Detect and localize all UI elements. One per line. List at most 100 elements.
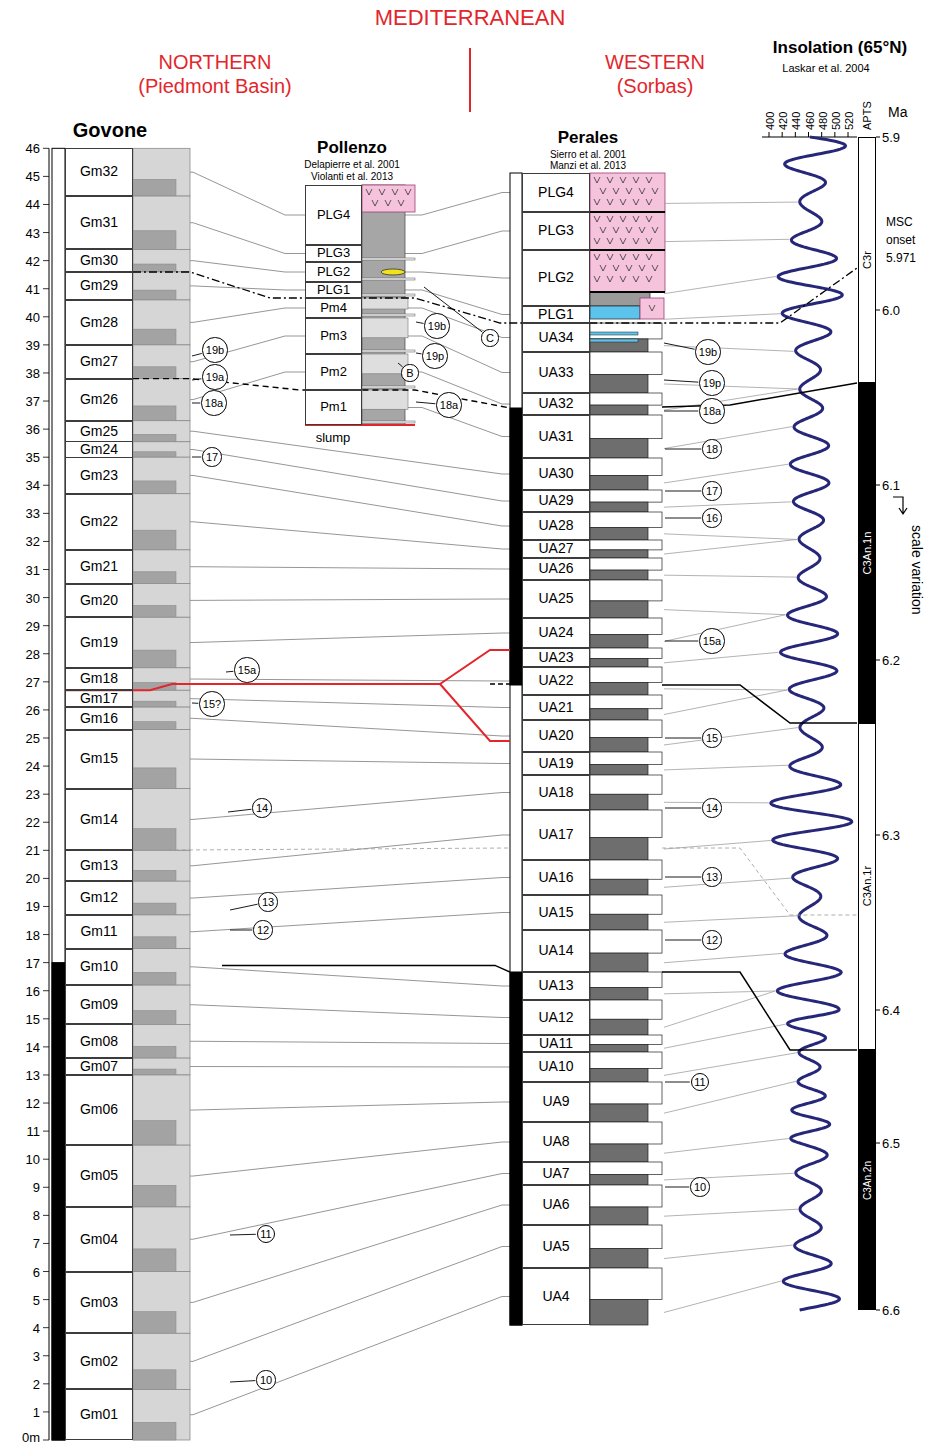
gypsum-symbol (649, 305, 655, 311)
node-text: Gm08 (80, 1034, 118, 1049)
node-text: C3An.1r (861, 866, 873, 906)
node-text: Gm17 (80, 691, 118, 706)
node-text: UA13 (538, 978, 573, 993)
depth-tick (43, 962, 49, 963)
marl-bed (590, 352, 662, 375)
label: scale variation (909, 525, 924, 615)
age-tick (876, 835, 880, 836)
node-text: UA26 (538, 561, 573, 576)
sapropel-bed (133, 452, 176, 457)
callout-circle: 16 (702, 508, 721, 527)
node-text: 19b (206, 344, 224, 356)
node-text: 15? (203, 698, 221, 710)
depth-tick (43, 1103, 49, 1104)
marl-bed (133, 550, 190, 584)
node-text: Pm4 (320, 301, 347, 315)
gypsum-bed (590, 173, 665, 212)
depth-label: 40 (26, 311, 40, 325)
carbonate-bed (590, 306, 640, 319)
cycle-box: Gm31 (65, 196, 133, 249)
node-text: UA4 (542, 1289, 569, 1304)
polarity-normal (510, 972, 522, 1325)
insolation-axis (762, 136, 857, 137)
callout-circle: 15a (234, 657, 259, 682)
grey-dashed (133, 848, 510, 850)
correlation-line (664, 1081, 796, 1113)
cycle-box: UA10 (522, 1052, 590, 1082)
sapropel-bed (133, 530, 176, 550)
leader-line (416, 322, 424, 323)
sapropel-bed (133, 1370, 176, 1390)
gypsum-base (590, 291, 665, 293)
callout-circle: 15a (699, 628, 724, 653)
depth-label: 7 (33, 1237, 40, 1251)
correlation-line (664, 464, 788, 483)
label: 6.5 (882, 1137, 900, 1151)
depth-tick (43, 766, 49, 767)
node-text: Gm32 (80, 164, 118, 179)
chron-boundary (662, 972, 857, 1050)
polarity-bar (52, 148, 65, 1440)
depth-label: 3 (33, 1350, 40, 1364)
polarity-normal (510, 408, 522, 685)
marl-bed (133, 789, 190, 851)
leader-line (665, 491, 701, 492)
label: Violanti et al. 2013 (311, 171, 393, 182)
label-box: Perales (558, 129, 619, 148)
marl-bed (362, 318, 408, 338)
correlation-line (664, 346, 794, 352)
correlation-line (133, 835, 522, 866)
marl-bed (133, 345, 190, 379)
depth-tick (43, 878, 49, 879)
node-text: Pm1 (320, 400, 347, 414)
label-box: 6.2 (882, 651, 900, 669)
depth-tick (43, 316, 49, 317)
label: 6.0 (882, 304, 900, 318)
correlation-line (133, 1102, 522, 1110)
node-text: 15 (706, 732, 718, 744)
depth-tick (43, 1355, 49, 1356)
marl-bed (590, 810, 662, 838)
cycle-box: UA21 (522, 695, 590, 720)
label-box: scale variation (908, 525, 926, 615)
sapropel-bed (133, 367, 176, 379)
marl-bed (590, 458, 662, 476)
node-text: PLG2 (317, 265, 350, 279)
node-text: UA17 (538, 827, 573, 842)
sapropel-bed (590, 550, 648, 558)
axis-tick (795, 132, 796, 137)
label-box: 6.3 (882, 826, 900, 844)
leader-line (664, 380, 698, 382)
depth-label: 25 (26, 732, 40, 746)
scale-arrow (893, 497, 907, 514)
cycle-box: UA24 (522, 618, 590, 648)
depth-label: 11 (27, 1125, 41, 1139)
correlation-line (664, 575, 796, 577)
node-text: UA19 (538, 756, 573, 771)
node-text: UA9 (542, 1094, 569, 1109)
marl-bed (362, 298, 408, 309)
marl-bed (590, 512, 662, 527)
depth-label: 17 (26, 957, 40, 971)
marl-bed (133, 442, 190, 457)
cycle-box: UA6 (522, 1185, 590, 1225)
cycle-box: Gm22 (65, 494, 133, 550)
label-box: Govone (73, 119, 147, 141)
correlation-line (664, 276, 776, 293)
cycle-box: UA31 (522, 415, 590, 458)
gypsum-bed (640, 298, 664, 319)
node-text: Gm03 (80, 1295, 118, 1310)
cycle-box: UA13 (522, 972, 590, 1000)
correlation-line (664, 1245, 793, 1258)
depth-tick (43, 1383, 49, 1384)
depth-label: 10 (26, 1153, 40, 1167)
leader-line (665, 738, 701, 739)
correlation-line (664, 1024, 786, 1048)
sapropel-bed (133, 903, 176, 915)
marl-bed (590, 393, 662, 405)
label: NORTHERN (159, 51, 272, 73)
node-text: Gm12 (80, 890, 118, 905)
correlation-line (664, 314, 780, 320)
callout-circle: 15 (702, 728, 721, 747)
label: Delapierre et al. 2001 (304, 159, 400, 170)
